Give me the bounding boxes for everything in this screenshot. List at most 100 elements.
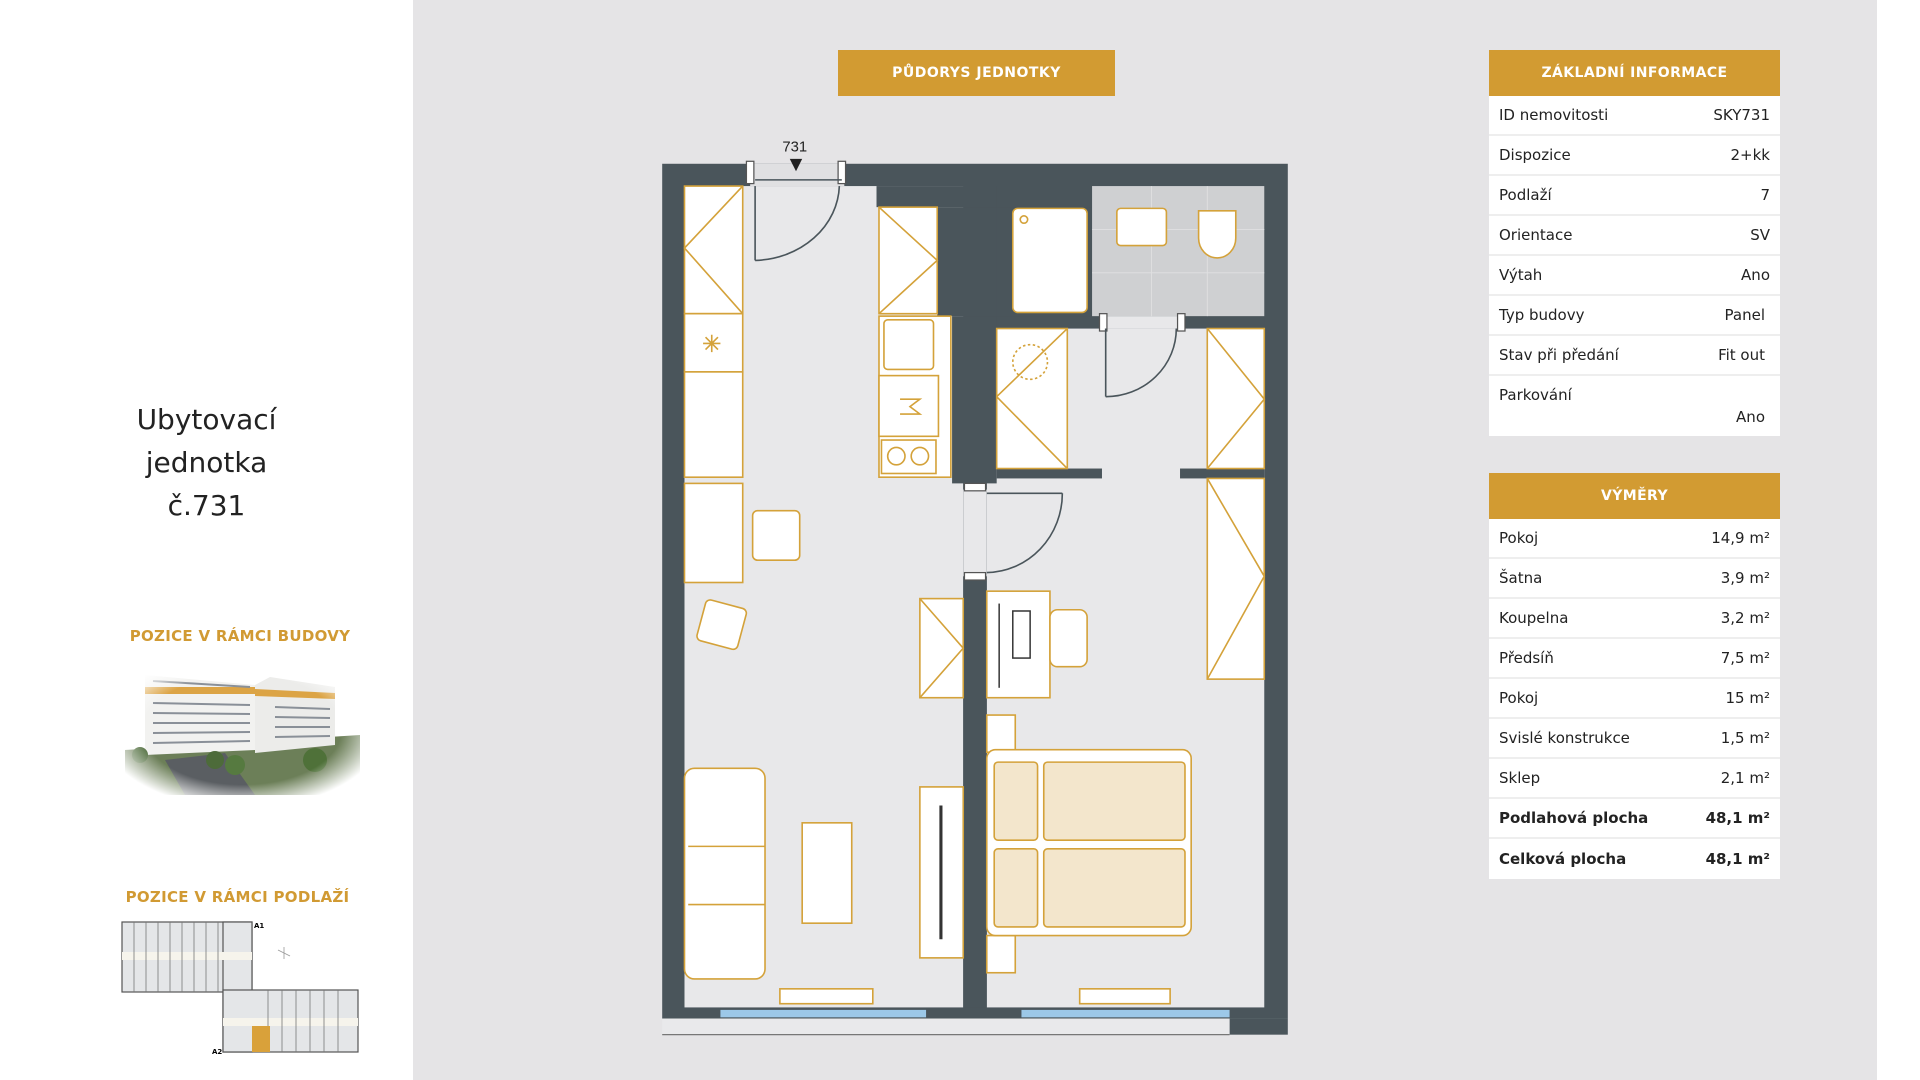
snowflake-icon xyxy=(703,334,721,353)
coffee-table xyxy=(801,822,853,924)
row-label: Parkování xyxy=(1499,386,1572,404)
info-row: ID nemovitosti SKY731 xyxy=(1489,96,1780,136)
furniture xyxy=(683,185,1266,1005)
row-value: 14,9 m² xyxy=(1711,529,1770,547)
row-value: Panel xyxy=(1724,306,1765,324)
radiator xyxy=(1078,988,1171,1005)
cabinet xyxy=(683,482,744,584)
washing-machine xyxy=(995,327,1069,470)
wardrobe xyxy=(1206,327,1266,470)
compass-icon xyxy=(277,947,291,959)
info-row: Stav při předání Fit out xyxy=(1489,336,1780,376)
area-row: Předsíň 7,5 m² xyxy=(1489,639,1780,679)
row-label: Pokoj xyxy=(1499,689,1539,707)
row-value: 1,5 m² xyxy=(1720,729,1770,747)
row-value: 7 xyxy=(1760,186,1770,204)
area-row: Šatna 3,9 m² xyxy=(1489,559,1780,599)
row-label: Šatna xyxy=(1499,569,1543,587)
row-value: 48,1 m² xyxy=(1705,809,1770,827)
row-value: 3,2 m² xyxy=(1720,609,1770,627)
row-value: Fit out xyxy=(1718,346,1765,364)
info-row: Výtah Ano xyxy=(1489,256,1780,296)
bathroom-floor xyxy=(1092,186,1265,317)
row-label: Orientace xyxy=(1499,226,1573,244)
title-line: Ubytovací xyxy=(136,403,277,436)
total-area-row: Celková plocha 48,1 m² xyxy=(1489,839,1780,879)
row-label: Podlahová plocha xyxy=(1499,809,1649,827)
area-row: Koupelna 3,2 m² xyxy=(1489,599,1780,639)
row-value: 2+kk xyxy=(1730,146,1771,164)
left-panel: Ubytovací jednotka č.731 POZICE V RÁMCI … xyxy=(0,0,413,1080)
chair xyxy=(751,509,801,562)
shower xyxy=(1011,207,1088,314)
info-row: Typ budovy Panel xyxy=(1489,296,1780,336)
chair xyxy=(696,599,748,651)
row-value: 7,5 m² xyxy=(1720,649,1770,667)
row-value: 48,1 m² xyxy=(1705,850,1770,868)
sofa xyxy=(683,767,766,980)
keyboard-icon xyxy=(1012,610,1031,659)
row-value: 2,1 m² xyxy=(1720,769,1770,787)
row-label: Podlaží xyxy=(1499,186,1552,204)
sink-icon xyxy=(883,319,935,371)
title-line: jednotka xyxy=(145,446,268,479)
row-value: 3,9 m² xyxy=(1720,569,1770,587)
area-row: Pokoj 15 m² xyxy=(1489,679,1780,719)
row-label: Pokoj xyxy=(1499,529,1539,547)
nightstand xyxy=(985,934,1017,974)
wing-a1-label: A1 xyxy=(254,922,264,930)
windows xyxy=(720,1009,1230,1018)
floor-position-heading: POZICE V RÁMCI PODLAŽÍ xyxy=(125,888,350,906)
wardrobe xyxy=(919,597,965,699)
row-label: ID nemovitosti xyxy=(1499,106,1609,124)
basic-info-header: ZÁKLADNÍ INFORMACE xyxy=(1489,50,1780,96)
floor-area-total-row: Podlahová plocha 48,1 m² xyxy=(1489,799,1780,839)
desk xyxy=(985,590,1051,699)
row-value: Ano xyxy=(1741,266,1770,284)
office-chair xyxy=(1049,608,1088,668)
row-value: 15 m² xyxy=(1725,689,1770,707)
row-label: Výtah xyxy=(1499,266,1543,284)
wardrobe xyxy=(1206,477,1266,680)
toilet-icon xyxy=(1197,210,1237,259)
info-row: Dispozice 2+kk xyxy=(1489,136,1780,176)
entrance-arrow-icon xyxy=(789,158,803,172)
row-value: Ano xyxy=(1736,408,1765,426)
building-photo xyxy=(125,665,360,795)
row-label: Předsíň xyxy=(1499,649,1554,667)
row-label: Typ budovy xyxy=(1499,306,1585,324)
nightstand xyxy=(985,714,1017,754)
row-label: Koupelna xyxy=(1499,609,1569,627)
areas-panel: VÝMĚRY Pokoj 14,9 m² Šatna 3,9 m² Koupelna… xyxy=(1489,473,1780,879)
title-line: č.731 xyxy=(167,489,246,522)
floor-minimap: A1 A2 xyxy=(121,921,359,1056)
row-label: Svislé konstrukce xyxy=(1499,729,1630,747)
row-value: SV xyxy=(1750,226,1770,244)
row-label: Stav při předání xyxy=(1499,346,1619,364)
row-label: Sklep xyxy=(1499,769,1541,787)
wardrobe xyxy=(683,185,744,315)
radiator xyxy=(779,988,874,1005)
floor-plan: 731 xyxy=(662,139,1288,1036)
doors xyxy=(754,179,1178,574)
building-position-heading: POZICE V RÁMCI BUDOVY xyxy=(129,627,351,645)
areas-header: VÝMĚRY xyxy=(1489,473,1780,519)
floor-plan-heading: PŮDORYS JEDNOTKY xyxy=(838,50,1115,96)
area-row: Svislé konstrukce 1,5 m² xyxy=(1489,719,1780,759)
area-row: Sklep 2,1 m² xyxy=(1489,759,1780,799)
area-row: Pokoj 14,9 m² xyxy=(1489,519,1780,559)
washbasin-icon xyxy=(1116,207,1168,247)
unit-title: Ubytovací jednotka č.731 xyxy=(0,398,413,527)
wing-a2-label: A2 xyxy=(212,1048,222,1056)
info-row: Podlaží 7 xyxy=(1489,176,1780,216)
cabinet xyxy=(683,371,744,479)
kitchen-cabinet xyxy=(878,206,939,315)
row-label: Dispozice xyxy=(1499,146,1571,164)
row-label: Celková plocha xyxy=(1499,850,1627,868)
unit-number-label: 731 xyxy=(782,139,807,155)
row-value: SKY731 xyxy=(1713,106,1770,124)
microwave-icon xyxy=(878,374,940,438)
info-row: Orientace SV xyxy=(1489,216,1780,256)
